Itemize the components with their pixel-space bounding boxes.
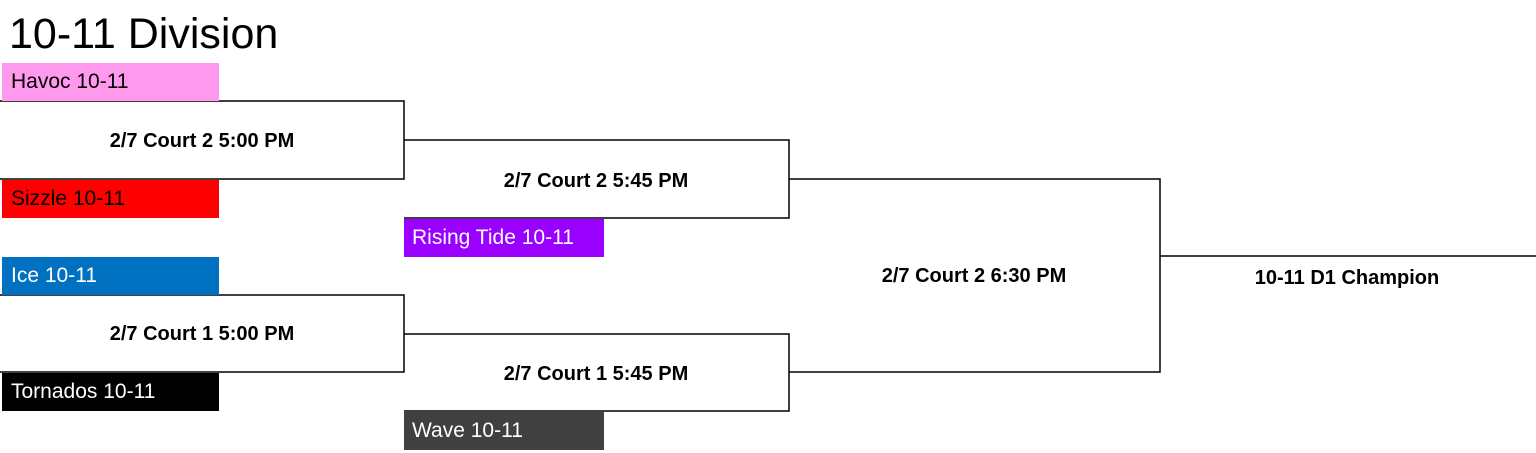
champion-label: 10-11 D1 Champion [1254,267,1440,289]
game-r2-top: 2/7 Court 2 5:45 PM [503,170,689,192]
team-sizzle: Sizzle 10-11 [2,180,219,218]
game-r2-bottom: 2/7 Court 1 5:45 PM [503,363,689,385]
game-r1-bottom: 2/7 Court 1 5:00 PM [109,323,295,345]
page-title: 10-11 Division [9,10,279,58]
team-rising-tide: Rising Tide 10-11 [404,219,604,257]
team-wave: Wave 10-11 [404,412,604,450]
game-final: 2/7 Court 2 6:30 PM [881,265,1067,287]
team-ice: Ice 10-11 [2,257,219,295]
final-connector [789,178,1161,373]
team-havoc: Havoc 10-11 [2,63,219,101]
game-r1-top: 2/7 Court 2 5:00 PM [109,130,295,152]
team-tornados: Tornados 10-11 [2,373,219,411]
